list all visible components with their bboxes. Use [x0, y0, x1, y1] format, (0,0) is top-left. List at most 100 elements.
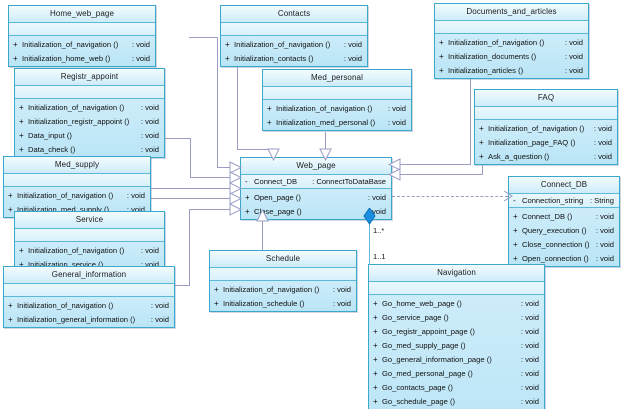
multiplicity-target: 1..1 — [373, 252, 386, 261]
class-box-registr-appoint[interactable]: Registr_appoint + Initialization_of_navi… — [14, 68, 165, 158]
class-box-med-personal[interactable]: Med_personal + Initialization_of_navigat… — [262, 69, 412, 131]
class-operations: + Initialization_of_navigation () : void… — [221, 36, 367, 66]
visibility-marker: + — [373, 382, 378, 392]
visibility-marker: + — [373, 340, 378, 350]
operation-type: : void — [564, 51, 583, 61]
generalization-arrowhead-icon-left-1 — [229, 161, 242, 174]
class-name: General_information — [4, 267, 174, 284]
operation-row: + Initialization_general_information () … — [4, 312, 174, 326]
class-box-schedule[interactable]: Schedule + Initialization_of_navigation … — [209, 250, 357, 312]
visibility-marker: + — [479, 137, 484, 147]
attribute-type: : String — [589, 196, 614, 205]
visibility-marker: + — [479, 151, 484, 161]
operation-type: : void — [593, 123, 612, 133]
class-box-connect-db[interactable]: Connect_DB - Connection_string : String … — [508, 176, 620, 267]
class-box-home-web-page[interactable]: Home_web_page + Initialization_of_naviga… — [8, 5, 156, 67]
operation-row: + Initialization_of_navigation () : void — [9, 37, 155, 51]
visibility-marker: + — [8, 300, 13, 310]
operation-signature: Initialization_of_navigation () — [234, 39, 331, 49]
class-box-general-information[interactable]: General_information + Initialization_of_… — [3, 266, 175, 328]
class-box-service[interactable]: Service + Initialization_of_navigation (… — [14, 211, 165, 273]
operation-signature: Go_home_web_page () — [382, 298, 462, 308]
operation-signature: Initialization_articles () — [448, 65, 524, 75]
visibility-marker: + — [373, 368, 378, 378]
operation-signature: Initialization_registr_appoint () — [28, 116, 130, 126]
operation-type: : void — [140, 259, 159, 269]
visibility-marker: + — [214, 284, 219, 294]
class-box-web-page[interactable]: Web_page - Connect_DB : ConnectToDataBas… — [240, 157, 392, 220]
operation-type: : void — [140, 130, 159, 140]
class-box-contacts[interactable]: Contacts + Initialization_of_navigation … — [220, 5, 368, 67]
class-attributes — [4, 174, 150, 187]
operation-signature: Initialization_of_navigation () — [17, 300, 114, 310]
connector-contacts-v — [237, 55, 238, 150]
connector-documents-v — [470, 60, 471, 165]
operation-row: + Open_connection () : void — [509, 251, 619, 265]
operation-row: + Go_schedule_page () : void — [369, 394, 544, 408]
visibility-marker: + — [373, 312, 378, 322]
connector-med-supply — [150, 188, 241, 189]
class-attributes — [210, 268, 356, 281]
visibility-marker: - — [245, 177, 248, 186]
generalization-arrowhead-icon-right-1 — [388, 158, 401, 171]
generalization-arrowhead-icon-left-5 — [229, 203, 242, 216]
operation-row: + Ask_a_question () : void — [475, 149, 617, 163]
operation-type: : void — [367, 206, 386, 216]
operation-row: + Initialization_registr_appoint () : vo… — [15, 114, 164, 128]
class-name: Connect_DB — [509, 177, 619, 194]
operation-type: : void — [140, 116, 159, 126]
class-box-navigation[interactable]: Navigation + Go_home_web_page () : void … — [368, 264, 545, 409]
visibility-marker: + — [225, 53, 230, 63]
operation-type: : void — [140, 245, 159, 255]
operation-row: + Initialization_service () : void — [15, 257, 164, 271]
operation-type: : void — [593, 151, 612, 161]
operation-type: : void — [564, 37, 583, 47]
operation-row: + Initialization_of_navigation () : void — [221, 37, 367, 51]
visibility-marker: + — [513, 239, 518, 249]
operation-signature: Initialization_contacts () — [234, 53, 314, 63]
operation-row: + Initialization_home_web () : void — [9, 51, 155, 65]
generalization-arrowhead-icon-left-2 — [229, 171, 242, 184]
class-operations: + Initialization_of_navigation () : void… — [263, 100, 411, 130]
connector-home-web-page-v — [217, 37, 218, 168]
operation-type: : void — [520, 312, 539, 322]
operation-signature: Initialization_page_FAQ () — [488, 137, 576, 147]
operation-signature: Go_med_supply_page () — [382, 340, 466, 350]
visibility-marker: + — [373, 298, 378, 308]
connector-general-information — [173, 285, 190, 286]
class-name: Web_page — [241, 158, 391, 175]
class-attributes — [435, 21, 588, 34]
class-box-faq[interactable]: FAQ + Initialization_of_navigation () : … — [474, 89, 618, 165]
operation-type: : void — [520, 340, 539, 350]
generalization-arrowhead-icon-left-3 — [229, 182, 242, 195]
operation-row: + Go_registr_appoint_page () : void — [369, 324, 544, 338]
operation-row: + Initialization_schedule () : void — [210, 296, 356, 310]
class-name: Contacts — [221, 6, 367, 23]
operation-type: : void — [343, 39, 362, 49]
class-name: Med_supply — [4, 157, 150, 174]
operation-type: : void — [150, 314, 169, 324]
operation-row: + Initialization_documents () : void — [435, 49, 588, 63]
class-box-documents-and-articles[interactable]: Documents_and_articles + Initialization_… — [434, 3, 589, 79]
visibility-marker: + — [19, 245, 24, 255]
operation-type: : void — [367, 192, 386, 202]
operation-row: + Close_page () : void — [241, 204, 391, 218]
operation-row: + Initialization_of_navigation () : void — [4, 188, 150, 202]
visibility-marker: - — [513, 196, 516, 205]
connector-documents-h — [392, 164, 471, 165]
visibility-marker: + — [513, 225, 518, 235]
class-operations: + Go_home_web_page () : void + Go_servic… — [369, 295, 544, 409]
class-attributes — [475, 107, 617, 120]
operation-signature: Initialization_documents () — [448, 51, 537, 61]
operation-type: : void — [126, 204, 145, 214]
operation-type: : void — [140, 102, 159, 112]
class-box-med-supply[interactable]: Med_supply + Initialization_of_navigatio… — [3, 156, 151, 218]
operation-signature: Query_execution () — [522, 225, 587, 235]
class-attributes — [263, 87, 411, 100]
generalization-arrowhead-icon-top-1 — [267, 148, 280, 161]
visibility-marker: + — [267, 103, 272, 113]
class-attributes — [15, 229, 164, 242]
visibility-marker: + — [513, 211, 518, 221]
class-name: Home_web_page — [9, 6, 155, 23]
